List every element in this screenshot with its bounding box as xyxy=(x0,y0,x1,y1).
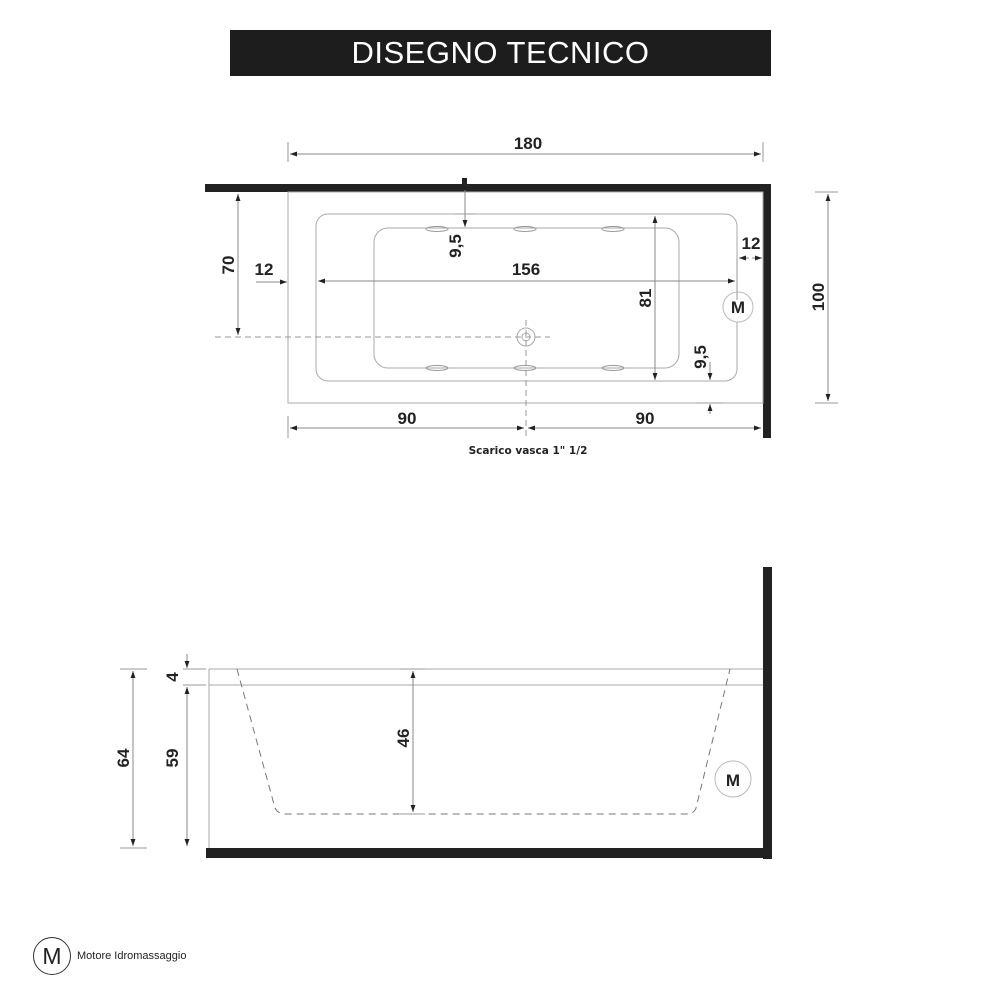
jets xyxy=(425,226,625,371)
svg-text:64: 64 xyxy=(114,748,133,767)
tub-basin xyxy=(373,227,680,369)
svg-text:M: M xyxy=(731,298,745,317)
svg-text:M: M xyxy=(726,771,740,790)
legend-label: Motore Idromassaggio xyxy=(77,950,187,962)
svg-text:100: 100 xyxy=(809,283,828,311)
drain-icon xyxy=(215,320,550,440)
svg-text:81: 81 xyxy=(636,289,655,308)
motor-icon: M xyxy=(722,291,754,323)
svg-text:90: 90 xyxy=(636,409,655,428)
legend: M Motore Idromassaggio xyxy=(33,937,186,975)
top-view: M 180 70 12 156 9,5 12 81 9,5 xyxy=(205,134,838,457)
svg-text:156: 156 xyxy=(512,260,540,279)
svg-text:180: 180 xyxy=(514,134,542,153)
svg-text:90: 90 xyxy=(398,409,417,428)
svg-text:12: 12 xyxy=(742,234,761,253)
side-wall-elevation xyxy=(763,567,772,859)
page-title: DISEGNO TECNICO xyxy=(351,35,650,70)
side-wall xyxy=(763,184,771,438)
svg-text:12: 12 xyxy=(255,260,274,279)
motor-icon: M xyxy=(714,760,752,798)
svg-text:4: 4 xyxy=(163,672,182,682)
back-wall xyxy=(205,184,771,192)
motor-legend-icon: M xyxy=(33,937,71,975)
svg-text:9,5: 9,5 xyxy=(691,345,710,369)
svg-text:70: 70 xyxy=(219,256,238,275)
floor xyxy=(206,848,772,858)
svg-text:46: 46 xyxy=(394,729,413,748)
side-view: M 64 4 59 46 xyxy=(114,567,772,859)
svg-text:59: 59 xyxy=(163,749,182,768)
legend-symbol: M xyxy=(42,942,62,969)
svg-text:9,5: 9,5 xyxy=(446,234,465,258)
drain-label: Scarico vasca 1" 1/2 xyxy=(469,445,588,457)
basin-profile xyxy=(236,668,731,815)
title-bar: DISEGNO TECNICO xyxy=(230,30,771,76)
